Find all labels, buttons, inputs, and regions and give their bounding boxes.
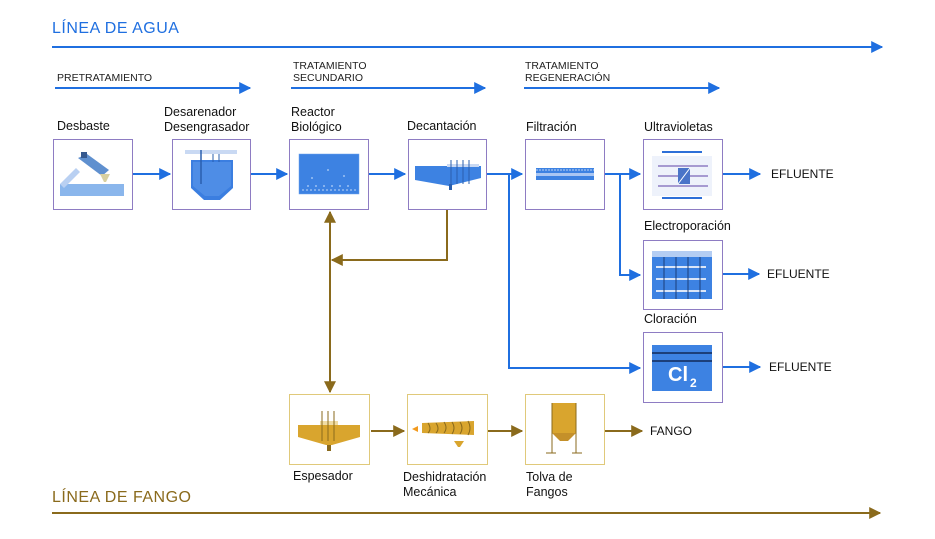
bar-screen-icon <box>60 152 124 196</box>
label-desarenador-line1: Desarenador <box>164 105 237 119</box>
effluent-uv-label: EFLUENTE <box>771 167 834 181</box>
desarenador-box <box>172 139 251 210</box>
label-cloracion: Cloración <box>644 312 697 326</box>
label-reactor: Reactor Biológico <box>291 105 342 135</box>
stage-pretreatment-label: PRETRATAMIENTO <box>57 72 153 84</box>
stage-regeneration-label: TRATAMIENTO REGENERACIÓN <box>525 60 610 84</box>
label-deshidratacion: Deshidratación Mecánica <box>403 470 486 500</box>
reactor-box <box>289 139 369 210</box>
stage-secondary-line2: SECUNDARIO <box>293 72 364 84</box>
label-decantacion: Decantación <box>407 119 477 133</box>
dewatering-icon <box>412 420 474 447</box>
label-tolva-line2: Fangos <box>526 485 568 499</box>
clarifier-icon <box>415 160 481 190</box>
filter-icon <box>536 168 594 180</box>
stage-secondary-label: TRATAMIENTO SECUNDARIO <box>293 60 367 84</box>
tolva-box <box>525 394 605 465</box>
label-reactor-line2: Biológico <box>291 120 342 134</box>
filtracion-box <box>525 139 605 210</box>
deshidratacion-box <box>407 394 488 465</box>
decantacion-box <box>408 139 487 210</box>
label-desarenador: Desarenador Desengrasador <box>164 105 249 135</box>
uv-lamp-icon <box>652 151 712 199</box>
chlorine-formula: Cl <box>668 364 688 386</box>
cloracion-box: Cl 2 <box>643 332 723 403</box>
espesador-box <box>289 394 370 465</box>
label-reactor-line1: Reactor <box>291 105 335 119</box>
sludge-line-title: LÍNEA DE FANGO <box>52 489 192 506</box>
label-ultravioletas: Ultravioletas <box>644 120 713 134</box>
grit-chamber-icon <box>185 150 237 200</box>
chlorine-subscript: 2 <box>690 376 697 390</box>
label-desbaste: Desbaste <box>57 119 110 133</box>
chlorine-icon: Cl 2 <box>652 345 712 391</box>
label-tolva-line1: Tolva de <box>526 470 573 484</box>
label-filtracion: Filtración <box>526 120 577 134</box>
electroporation-icon <box>652 251 712 299</box>
flow-decantacion-return <box>330 210 448 266</box>
effluent-electroporation-label: EFLUENTE <box>767 267 830 281</box>
sludge-output-label: FANGO <box>650 424 693 438</box>
label-deshidratacion-line1: Deshidratación <box>403 470 487 484</box>
stage-secondary-line1: TRATAMIENTO <box>293 60 367 72</box>
flow-bypass-cloracion <box>508 174 642 374</box>
bioreactor-icon <box>298 153 360 195</box>
stage-regeneration-line1: TRATAMIENTO <box>525 60 599 72</box>
desbaste-box <box>53 139 133 210</box>
label-espesador: Espesador <box>293 469 353 483</box>
label-electroporacion: Electroporación <box>644 219 731 233</box>
hopper-icon <box>546 403 582 454</box>
label-tolva: Tolva de Fangos <box>526 470 573 500</box>
ultravioletas-box <box>643 139 723 210</box>
label-desarenador-line2: Desengrasador <box>164 120 250 134</box>
electroporacion-box <box>643 240 723 310</box>
thickener-icon <box>298 411 360 451</box>
flow-to-electroporacion <box>619 174 642 281</box>
stage-regeneration-line2: REGENERACIÓN <box>525 72 611 84</box>
effluent-chlorination-label: EFLUENTE <box>769 360 832 374</box>
water-line-title: LÍNEA DE AGUA <box>52 20 180 37</box>
label-deshidratacion-line2: Mecánica <box>403 485 457 499</box>
